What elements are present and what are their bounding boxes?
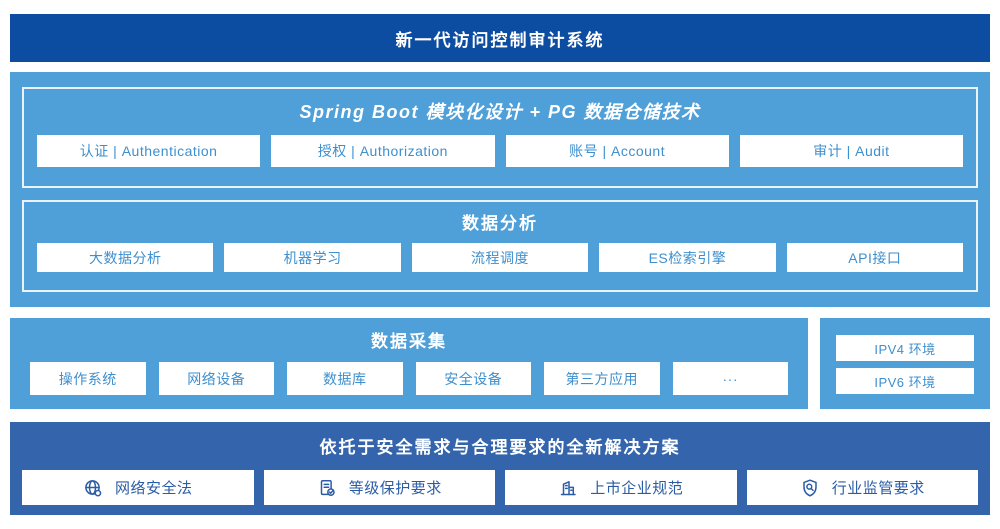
source-network-device: 网络设备 bbox=[158, 362, 274, 395]
analysis-es-search: ES检索引擎 bbox=[599, 243, 776, 272]
platform-panel: Spring Boot 模块化设计 + PG 数据仓储技术 认证 | Authe… bbox=[10, 72, 990, 307]
solution-industry-regulation: 行业监管要求 bbox=[746, 470, 978, 505]
solution-cybersecurity-law: 网络安全法 bbox=[22, 470, 254, 505]
solution-label: 等级保护要求 bbox=[348, 480, 442, 497]
data-collection-title: 数据采集 bbox=[371, 332, 447, 351]
source-thirdparty-app: 第三方应用 bbox=[544, 362, 660, 395]
module-account: 账号 | Account bbox=[505, 135, 729, 167]
springboot-module-row: 认证 | Authentication 授权 | Authorization 账… bbox=[24, 135, 976, 167]
system-title: 新一代访问控制审计系统 bbox=[395, 30, 605, 50]
env-ipv4: IPV4 环境 bbox=[836, 335, 974, 361]
title-banner: 新一代访问控制审计系统 bbox=[10, 14, 990, 62]
data-collection-row: 操作系统 网络设备 数据库 安全设备 第三方应用 ··· bbox=[10, 362, 808, 395]
module-authorization: 授权 | Authorization bbox=[271, 135, 495, 167]
building-icon bbox=[558, 478, 578, 498]
env-ipv6: IPV6 环境 bbox=[836, 368, 974, 394]
module-authentication: 认证 | Authentication bbox=[37, 135, 261, 167]
analysis-api: API接口 bbox=[786, 243, 964, 272]
globe-icon bbox=[83, 478, 103, 498]
data-analysis-section: 数据分析 大数据分析 机器学习 流程调度 ES检索引擎 API接口 bbox=[22, 200, 978, 292]
source-security-device: 安全设备 bbox=[415, 362, 531, 395]
module-audit: 审计 | Audit bbox=[739, 135, 963, 167]
solution-label: 行业监管要求 bbox=[831, 480, 925, 497]
solution-panel: 依托于安全需求与合理要求的全新解决方案 网络安全法 bbox=[10, 422, 990, 515]
source-os: 操作系统 bbox=[30, 362, 146, 395]
data-analysis-row: 大数据分析 机器学习 流程调度 ES检索引擎 API接口 bbox=[24, 243, 976, 272]
solution-title: 依托于安全需求与合理要求的全新解决方案 bbox=[319, 438, 681, 457]
network-env-panel: IPV4 环境 IPV6 环境 bbox=[820, 318, 990, 409]
source-more-ellipsis: ··· bbox=[672, 362, 788, 395]
solution-classified-protection: 等级保护要求 bbox=[263, 470, 495, 505]
document-check-icon bbox=[317, 478, 337, 498]
data-analysis-title: 数据分析 bbox=[462, 214, 538, 233]
analysis-workflow: 流程调度 bbox=[411, 243, 589, 272]
springboot-section: Spring Boot 模块化设计 + PG 数据仓储技术 认证 | Authe… bbox=[22, 87, 978, 188]
analysis-bigdata: 大数据分析 bbox=[37, 243, 214, 272]
solution-label: 上市企业规范 bbox=[590, 480, 684, 497]
data-collection-panel: 数据采集 操作系统 网络设备 数据库 安全设备 第三方应用 ··· bbox=[10, 318, 808, 409]
solution-label: 网络安全法 bbox=[114, 480, 193, 497]
springboot-title: Spring Boot 模块化设计 + PG 数据仓储技术 bbox=[299, 102, 701, 122]
solution-listed-company: 上市企业规范 bbox=[505, 470, 737, 505]
solution-row: 网络安全法 等级保护要求 bbox=[10, 470, 990, 505]
source-database: 数据库 bbox=[287, 362, 403, 395]
analysis-machine-learning: 机器学习 bbox=[224, 243, 401, 272]
shield-search-icon bbox=[800, 478, 820, 498]
